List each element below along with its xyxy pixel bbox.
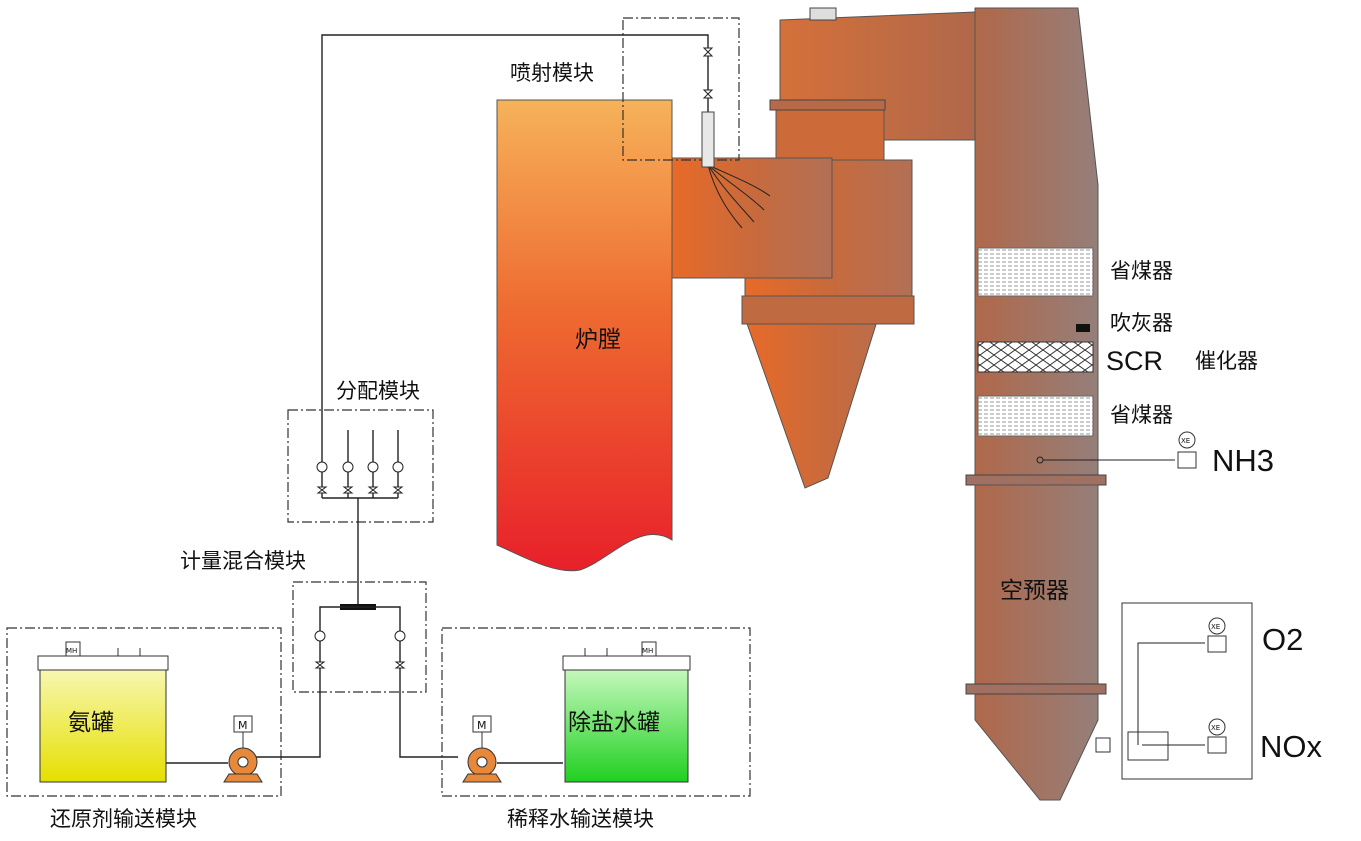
ammonia-manhole-tag: MH [66, 647, 77, 655]
reductant-module-label: 还原剂输送模块 [50, 807, 197, 831]
furnace-body [496, 99, 673, 572]
nox-label: NOx [1260, 729, 1323, 764]
spray-module-label: 喷射模块 [510, 61, 594, 85]
dilution-motor-tag: M [477, 719, 487, 732]
soot-blower-label: 吹灰器 [1110, 311, 1173, 335]
ammonia-tank [37, 641, 169, 783]
o2-label: O2 [1262, 622, 1303, 657]
air-preheater-label: 空预器 [1000, 578, 1069, 604]
dilution-pump [462, 715, 502, 783]
metering-module-box [292, 581, 427, 693]
nh3-label: NH3 [1212, 443, 1274, 478]
dilution-module-label: 稀释水输送模块 [507, 807, 654, 831]
economizer-upper-label: 省煤器 [1110, 259, 1173, 283]
water-manhole-tag: MH [642, 647, 653, 655]
reductant-module-box [6, 627, 282, 797]
nox-xe-tag: XE [1211, 724, 1220, 732]
o2-xe-tag: XE [1211, 623, 1220, 631]
reductant-pump [223, 715, 263, 783]
water-tank [562, 641, 691, 783]
nh3-xe-tag: XE [1181, 437, 1190, 445]
furnace-label: 炉膛 [575, 327, 621, 353]
module-boxes [6, 17, 1253, 797]
scr-catalyst-label: 催化器 [1195, 349, 1258, 373]
spray-module-box [622, 17, 740, 161]
scr-prefix-label: SCR [1106, 346, 1163, 376]
metering-module-label: 计量混合模块 [180, 549, 306, 573]
ammonia-tank-label: 氨罐 [68, 710, 114, 736]
instruments [314, 47, 714, 669]
reductant-motor-tag: M [238, 719, 248, 732]
dilution-module-box [441, 627, 751, 797]
analyzer-instruments [1177, 431, 1227, 754]
distribution-module-label: 分配模块 [336, 379, 420, 403]
analyzer-box [1121, 602, 1253, 780]
distribution-module-box [287, 409, 434, 523]
boiler-structure [671, 7, 1175, 801]
spray-lines [707, 164, 771, 229]
economizer-lower-label: 省煤器 [1110, 403, 1173, 427]
water-tank-label: 除盐水罐 [568, 710, 660, 736]
